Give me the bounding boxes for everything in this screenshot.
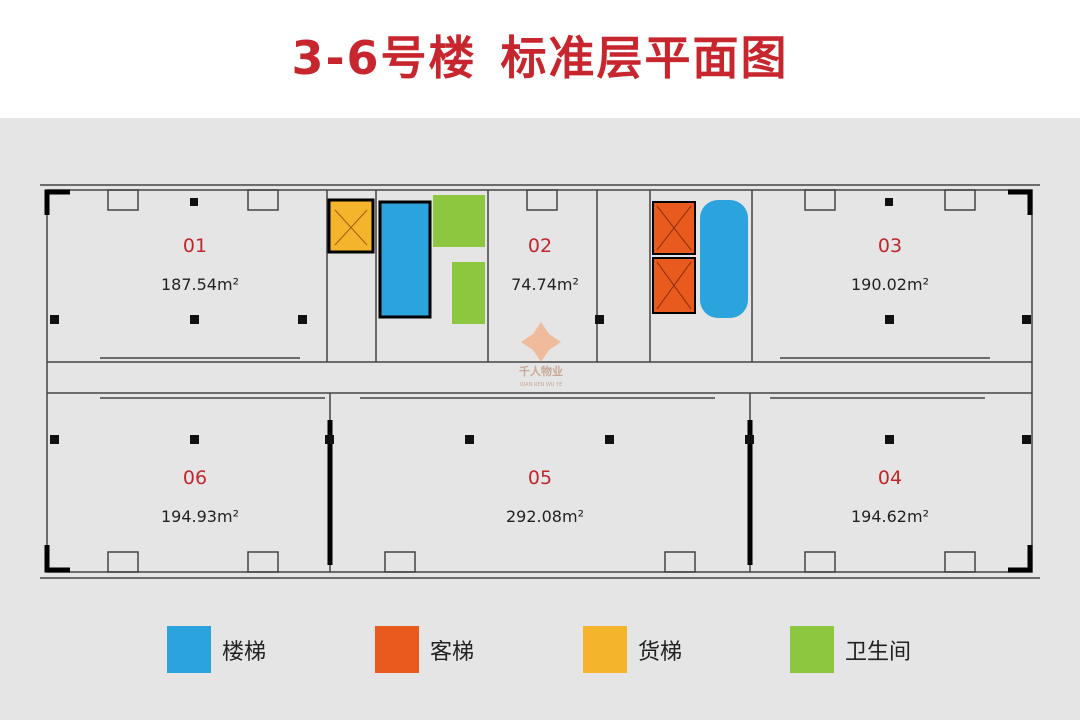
unit-05: 05 292.08m² [506,467,584,526]
watermark-cn: 千人物业 [519,364,563,378]
legend-label: 客梯 [430,640,474,665]
stairs-left [378,200,432,319]
watermark-logo-icon [521,322,561,362]
plan-background [0,118,1080,720]
legend: 楼梯 客梯 货梯 卫生间 [167,626,911,673]
unit-area: 190.02m² [851,275,929,294]
legend-item-stairs: 楼梯 [167,626,266,673]
legend-item-passenger-elevator: 客梯 [375,626,474,673]
legend-item-freight-elevator: 货梯 [583,626,682,673]
restroom-lower [452,262,485,324]
unit-area: 292.08m² [506,507,584,526]
structural-walls [44,189,1033,573]
legend-swatch [790,626,834,673]
legend-label: 卫生间 [845,640,911,665]
unit-area: 74.74m² [511,275,579,294]
watermark-en: QIAN REN WU YE [520,382,563,388]
columns [50,198,1031,444]
legend-label: 货梯 [638,640,682,665]
unit-04: 04 194.62m² [851,467,929,526]
unit-01: 01 187.54m² [161,235,239,294]
unit-id: 03 [878,235,902,257]
legend-swatch [583,626,627,673]
unit-area: 187.54m² [161,275,239,294]
unit-06: 06 194.93m² [161,467,239,526]
core-left [327,195,485,324]
legend-swatch [167,626,211,673]
building-name: 3-6号楼 [291,31,477,85]
unit-area: 194.93m² [161,507,239,526]
unit-id: 01 [183,235,207,257]
page-title: 3-6号楼标准层平面图 [0,22,1080,88]
legend-swatch [375,626,419,673]
legend-item-restroom: 卫生间 [790,626,911,673]
unit-02: 02 74.74m² [511,235,579,294]
unit-id: 05 [528,467,552,489]
unit-area: 194.62m² [851,507,929,526]
unit-id: 04 [878,467,902,489]
legend-label: 楼梯 [222,640,266,665]
unit-03: 03 190.02m² [851,235,929,294]
restroom-upper [433,195,485,247]
watermark: 千人物业 QIAN REN WU YE [519,322,563,388]
unit-id: 06 [183,467,207,489]
stairs-right [700,200,748,318]
plan-name: 标准层平面图 [500,31,789,85]
core-right [652,200,748,318]
unit-id: 02 [528,235,552,257]
